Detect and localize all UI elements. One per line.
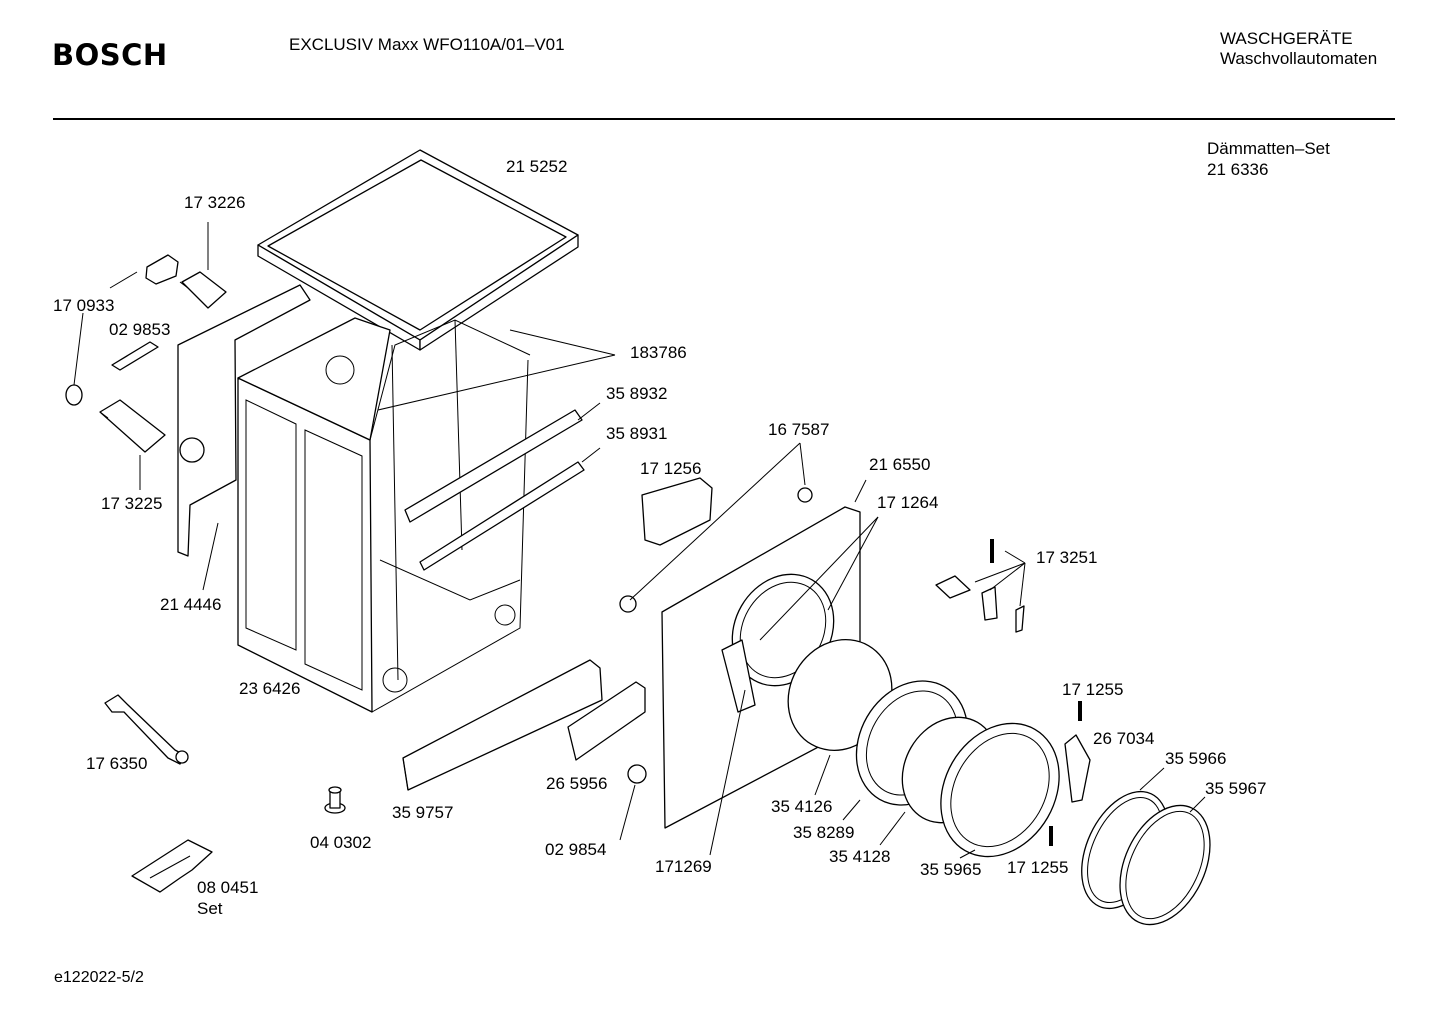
shock-absorber-upper: [179, 271, 227, 309]
small-clip: [65, 384, 83, 406]
top-cover: [257, 149, 579, 351]
part-label-358931: 35 8931: [606, 424, 667, 443]
leader-lines: [73, 222, 1206, 859]
part-label-183786: 183786: [630, 343, 687, 362]
side-insulation-panel: [177, 284, 311, 557]
part-label-354126: 35 4126: [771, 797, 832, 816]
lock-clip-left: [619, 595, 637, 613]
detergent-drawer: [402, 659, 603, 791]
door-handle: [1064, 734, 1091, 803]
part-label-173226: 17 3226: [184, 193, 245, 212]
transport-bracket: [131, 839, 213, 893]
part-label-173225: 17 3225: [101, 494, 162, 513]
part-label-171264: 17 1264: [877, 493, 938, 512]
shock-absorber-lower: [99, 399, 166, 453]
part-label-040302: 04 0302: [310, 833, 371, 852]
part-label-171256: 17 1256: [640, 459, 701, 478]
part-label-354128: 35 4128: [829, 847, 890, 866]
part-label-set: Set: [197, 899, 223, 918]
part-label-355966: 35 5966: [1165, 749, 1226, 768]
part-label-029853: 02 9853: [109, 320, 170, 339]
insulation-set-number: 21 6336: [1207, 160, 1269, 179]
drawer-handle: [567, 681, 646, 761]
cross-rails: [404, 409, 585, 571]
door-outer-ring: [940, 722, 1060, 858]
part-label-355965: 35 5965: [920, 860, 981, 879]
lock-clip-right: [797, 487, 813, 503]
header-divider: [53, 118, 1395, 120]
part-label-214446: 21 4446: [160, 595, 221, 614]
foot-screw: [324, 786, 346, 814]
category-title: WASCHGERÄTE: [1220, 29, 1353, 48]
counterweight-left: [145, 254, 179, 285]
part-label-171269: 171269: [655, 857, 712, 876]
part-label-265956: 26 5956: [546, 774, 607, 793]
door-lock: [641, 477, 713, 546]
brand-logo: BOSCH: [52, 38, 168, 72]
part-label-216550: 21 6550: [869, 455, 930, 474]
part-label-171255-upper: 17 1255: [1062, 680, 1123, 699]
part-label-215252: 21 5252: [506, 157, 567, 176]
part-label-171255-lower: 17 1255: [1007, 858, 1068, 877]
part-label-176350: 17 6350: [86, 754, 147, 773]
category-subtitle: Waschvollautomaten: [1220, 49, 1378, 68]
hinge-parts: [935, 539, 1025, 633]
part-label-358932: 35 8932: [606, 384, 667, 403]
door-cover-ring: [1119, 804, 1211, 926]
part-labels: 21 5252 17 3226 17 0933 02 9853 183786 3…: [53, 157, 1266, 918]
model-title: EXCLUSIV Maxx WFO110A/01–V01: [289, 35, 565, 54]
part-label-355967: 35 5967: [1205, 779, 1266, 798]
part-label-167587: 16 7587: [768, 420, 829, 439]
part-label-170933: 17 0933: [53, 296, 114, 315]
pin-upper: [1078, 701, 1082, 721]
part-label-358289: 35 8289: [793, 823, 854, 842]
pin-lower: [1049, 826, 1053, 846]
hinge-bracket: [111, 341, 159, 371]
part-label-080451: 08 0451: [197, 878, 258, 897]
drawer-knob: [627, 764, 647, 784]
part-label-236426: 23 6426: [239, 679, 300, 698]
part-label-359757: 35 9757: [392, 803, 453, 822]
part-label-267034: 26 7034: [1093, 729, 1154, 748]
spanner-tool: [104, 694, 189, 765]
drawing-code: e122022-5/2: [54, 969, 144, 986]
part-label-173251: 17 3251: [1036, 548, 1097, 567]
insulation-set-title: Dämmatten–Set: [1207, 139, 1330, 158]
cabinet-frame: [237, 317, 531, 713]
part-label-029854: 02 9854: [545, 840, 606, 859]
